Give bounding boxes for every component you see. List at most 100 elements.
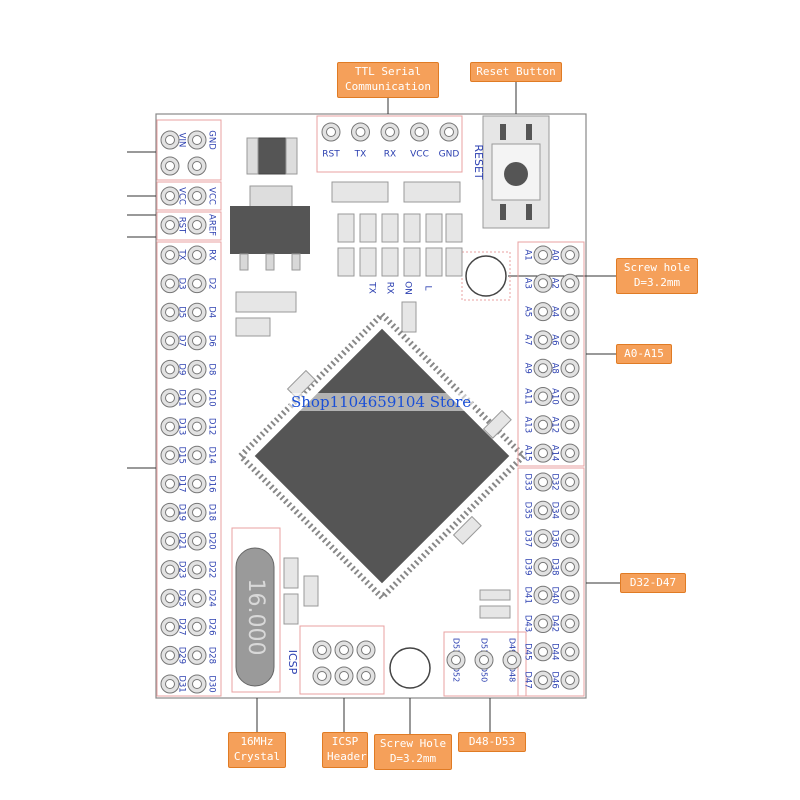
pin-label: RX (384, 150, 396, 160)
smd-resistor (403, 247, 421, 277)
pin-label: D15 (177, 447, 187, 464)
smd-part (235, 317, 271, 337)
right-digital-header-box (517, 467, 585, 697)
pin-label: D10 (207, 389, 217, 406)
pin-label: D17 (177, 475, 187, 492)
pin-hole (451, 655, 461, 665)
pin-label: D43 (523, 615, 533, 632)
smd-resistor (381, 247, 399, 277)
pin-hole (165, 593, 175, 604)
pin-hole (444, 127, 454, 137)
pin-hole (538, 334, 548, 345)
pin-label: D40 (550, 587, 560, 604)
pin-hole (192, 564, 202, 575)
pin-label: D39 (523, 558, 533, 575)
pin-label: A9 (523, 363, 533, 374)
pin-label: RST (177, 217, 187, 234)
smd-led (403, 213, 421, 243)
smd-led (381, 213, 399, 243)
serial-header-box (316, 115, 463, 173)
pin-hole (165, 161, 175, 171)
pin-label: D46 (550, 671, 560, 688)
pin-hole (538, 391, 548, 402)
pin-label: D35 (523, 502, 533, 519)
smd-part (479, 605, 511, 619)
crystal-label: 16.000 (243, 579, 268, 656)
pin-label: D53 (452, 638, 461, 654)
pin-hole (165, 621, 175, 632)
reset-leg (500, 124, 506, 140)
pin-hole (192, 593, 202, 604)
pin-label: VIN (177, 133, 187, 148)
pin-hole (565, 306, 575, 317)
crystal (235, 547, 275, 687)
pin-label: A15 (523, 445, 533, 462)
callout-ttl-serial: TTL Serial Communication (337, 62, 439, 98)
pin-label: GND (439, 150, 460, 160)
reset-leg (526, 204, 532, 220)
pin-label: D34 (550, 502, 560, 519)
pin-label: ON (403, 281, 413, 295)
pin-hole (538, 505, 548, 516)
pin-label: A0 (550, 249, 560, 260)
pin-hole (165, 564, 175, 575)
pin-hole (192, 421, 202, 432)
bottom-header-box (443, 631, 527, 697)
reset-leg (500, 204, 506, 220)
pin-label: D7 (177, 335, 187, 347)
smd-resistor (359, 247, 377, 277)
pin-hole (361, 645, 371, 655)
pin-label: D9 (177, 363, 187, 375)
pin-hole (538, 646, 548, 657)
pin-label: AREF (207, 214, 217, 236)
pin-label: D8 (207, 363, 217, 375)
reset-button[interactable] (504, 162, 528, 186)
pin-label: TX (367, 281, 377, 294)
pin-hole (165, 335, 175, 346)
pin-hole (192, 679, 202, 689)
pin-hole (165, 507, 175, 518)
pin-hole (192, 307, 202, 318)
pin-label: A7 (523, 334, 533, 345)
pin-hole (538, 250, 548, 260)
pin-hole (565, 391, 575, 402)
pin-hole (192, 507, 202, 518)
pin-label: D41 (523, 587, 533, 604)
screw-hole-bottom (389, 647, 431, 689)
pin-hole (192, 278, 202, 289)
smd-cap (452, 515, 482, 545)
store-watermark: Shop1104659104 Store (289, 393, 474, 411)
reset-leg (526, 124, 532, 140)
analog-header-box (517, 241, 585, 467)
regulator-leg (239, 253, 249, 271)
pin-hole (479, 655, 489, 665)
pin-hole (565, 561, 575, 572)
pin-hole (565, 278, 575, 289)
pin-label: D21 (177, 532, 187, 549)
pin-hole (165, 450, 175, 461)
callout-a0-a15: A0-A15 (616, 344, 672, 364)
regulator-leg (291, 253, 301, 271)
screw-hole-top (465, 255, 507, 297)
pin-hole (361, 671, 371, 681)
pin-hole (165, 220, 175, 230)
pin-label: L (423, 285, 433, 290)
pin-label: D36 (550, 530, 560, 547)
pin-hole (192, 161, 202, 171)
pin-hole (317, 645, 327, 655)
pin-hole (192, 478, 202, 489)
pin-label: D45 (523, 643, 533, 660)
pin-label: A5 (523, 306, 533, 317)
pin-label: D31 (177, 675, 187, 692)
pin-hole (165, 307, 175, 318)
smd-part (479, 589, 511, 601)
pin-hole (192, 364, 202, 375)
pin-label: RX (207, 249, 217, 261)
pin-label: D19 (177, 504, 187, 521)
pin-hole (165, 650, 175, 661)
pin-label: D49 (508, 638, 517, 654)
pin-hole (317, 671, 327, 681)
smd-cap (482, 409, 512, 439)
pin-label: D37 (523, 530, 533, 547)
